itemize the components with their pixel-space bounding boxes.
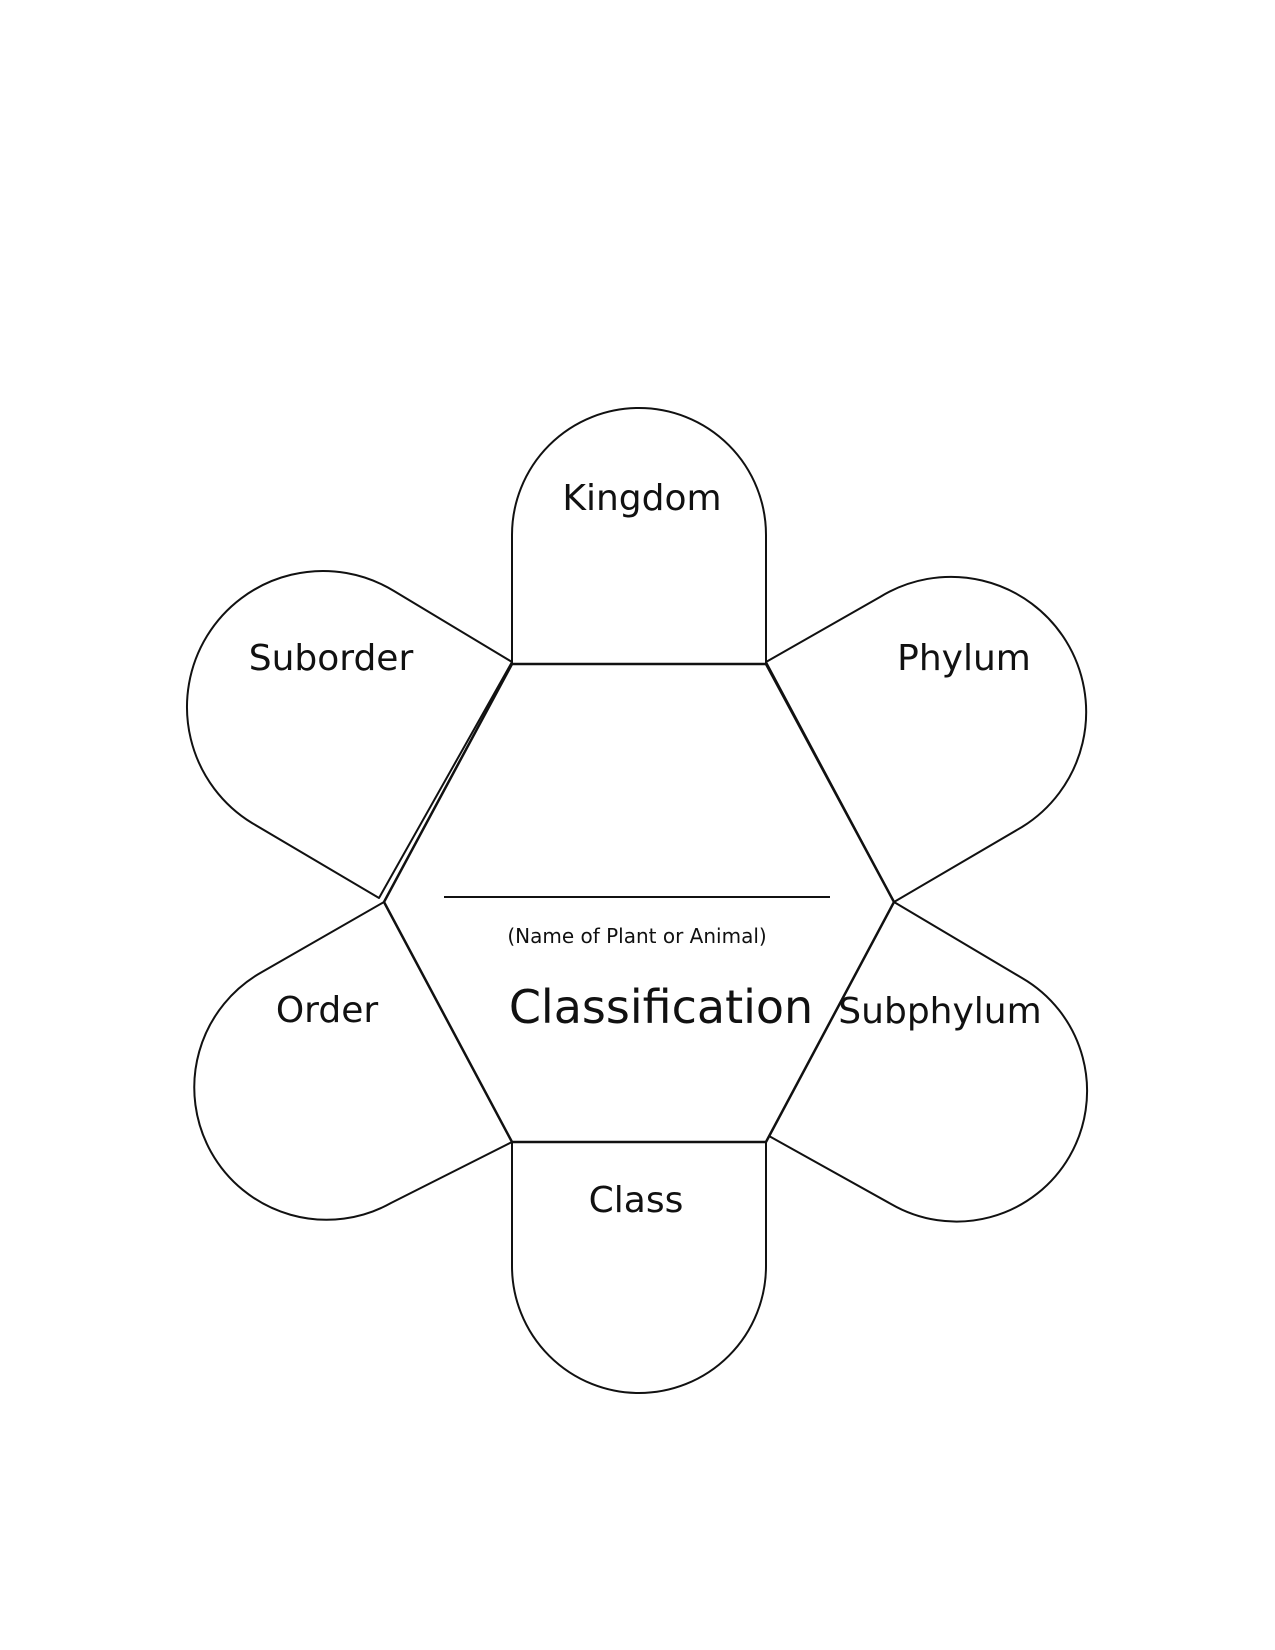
label-kingdom: Kingdom (562, 478, 721, 519)
name-caption: (Name of Plant or Animal) (507, 924, 766, 948)
label-suborder: Suborder (249, 638, 414, 679)
label-class: Class (589, 1180, 684, 1221)
petal-suborder[interactable] (186, 570, 513, 899)
petal-subphylum[interactable] (768, 901, 1089, 1223)
center-hexagon (382, 662, 896, 1144)
petal-kingdom[interactable] (511, 407, 767, 665)
center-title: Classification (509, 980, 813, 1034)
label-subphylum: Subphylum (838, 991, 1041, 1032)
petal-phylum[interactable] (765, 575, 1088, 903)
petal-class[interactable] (511, 1141, 767, 1394)
label-order: Order (276, 990, 379, 1031)
petal-order[interactable] (193, 901, 513, 1221)
label-phylum: Phylum (897, 638, 1031, 679)
